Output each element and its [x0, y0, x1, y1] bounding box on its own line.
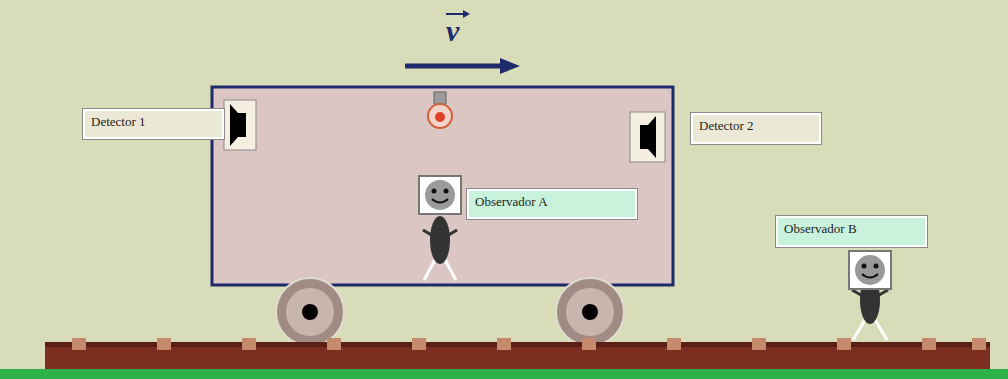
sleepers	[72, 338, 986, 350]
observer-b-figure	[849, 251, 891, 340]
speaker-symbol	[230, 104, 246, 146]
detector-2-icon	[630, 112, 665, 162]
detector-label: Detector 1	[82, 108, 225, 140]
velocity-arrow	[405, 64, 505, 69]
label-text: Observador B	[784, 220, 919, 238]
lamp-bulb	[428, 104, 452, 128]
velocity-arrow-head	[500, 58, 520, 74]
lamp-filament	[435, 112, 445, 122]
observer-label: Observador A	[466, 188, 638, 220]
wagon-body	[212, 87, 673, 285]
vector-symbol: v	[446, 16, 459, 46]
label-text: Detector 2	[699, 117, 813, 135]
vector-mark-head	[463, 10, 470, 18]
label-text: Observador A	[475, 193, 629, 211]
speaker-symbol	[640, 116, 656, 158]
label-text: Detector 1	[91, 113, 216, 131]
observer-label: Observador B	[775, 215, 928, 248]
ground	[0, 369, 1008, 379]
detector-1-icon	[224, 100, 256, 150]
lamp-base	[434, 92, 446, 104]
detector-label: Detector 2	[690, 112, 822, 145]
observer-a-figure	[419, 176, 461, 280]
wheel	[276, 278, 344, 346]
wheel	[556, 278, 624, 346]
